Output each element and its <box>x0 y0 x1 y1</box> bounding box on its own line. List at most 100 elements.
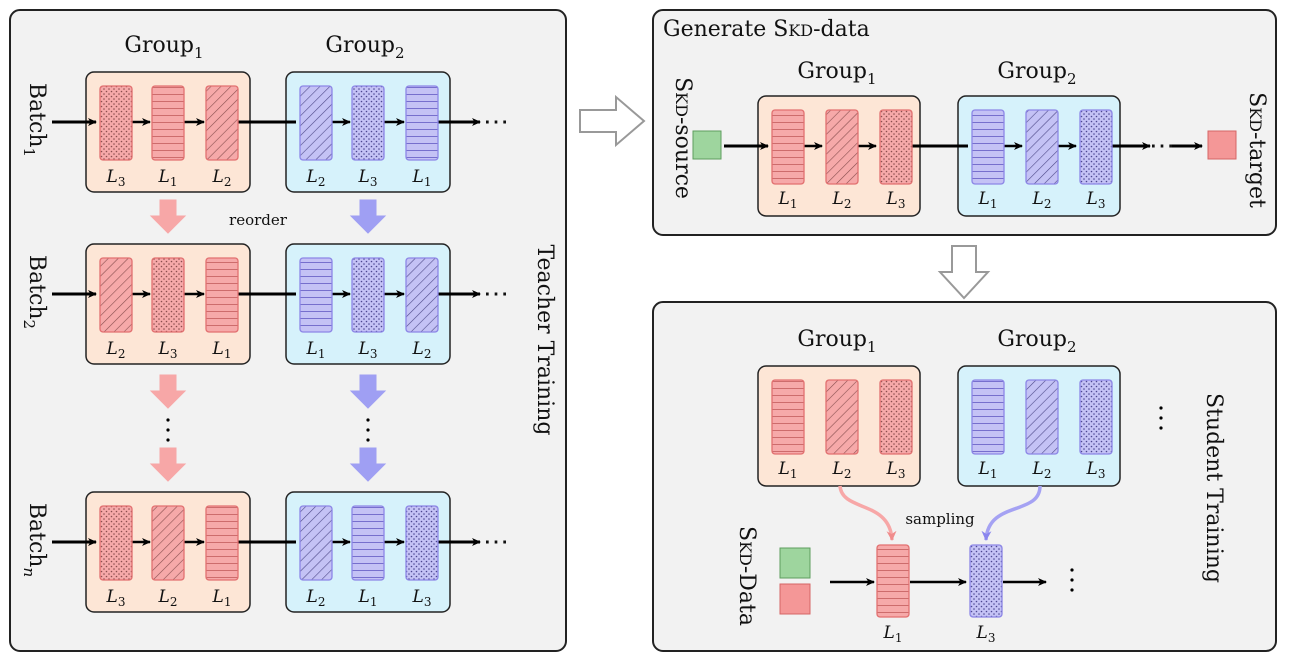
sampling-label: sampling <box>905 510 975 528</box>
layer-block <box>351 85 385 161</box>
vertical-dots <box>366 418 370 442</box>
layer-block <box>99 85 133 161</box>
vertical-dots-dot <box>366 418 370 422</box>
reorder-arrow-red <box>149 447 187 482</box>
layer-label: L2 <box>306 167 326 189</box>
layer-label: L2 <box>832 459 852 481</box>
ellipsis: ⋯ <box>483 527 509 557</box>
layer-block <box>151 505 185 581</box>
layer-label: L1 <box>412 167 432 189</box>
layer-block <box>99 505 133 581</box>
sampling-arrow-red <box>838 485 897 541</box>
vertical-dots-dot <box>1070 588 1074 592</box>
vertical-dots-dot <box>366 428 370 432</box>
ellipsis: ⋯ <box>483 107 509 137</box>
layer-block <box>205 85 239 161</box>
panel-arrow-right <box>579 94 646 148</box>
layer-block <box>299 505 333 581</box>
reorder-arrow-blue <box>349 199 387 234</box>
sampled-layer-block <box>876 544 910 618</box>
vertical-dots-dot <box>1070 578 1074 582</box>
layer-label: L1 <box>978 459 998 481</box>
student-group1-header: Group1 <box>797 327 876 356</box>
layer-block <box>1025 379 1059 455</box>
vertical-dots <box>1159 406 1163 430</box>
vertical-dots-dot <box>1070 568 1074 572</box>
layer-block <box>879 379 913 455</box>
skd-data-source-square <box>779 547 811 579</box>
sampled-layer-label: L3 <box>976 623 996 645</box>
layer-block <box>351 505 385 581</box>
layer-block <box>299 85 333 161</box>
panel-arrow-down <box>937 245 991 300</box>
skd-source-square <box>692 130 722 160</box>
sampled-layer-label: L1 <box>883 623 903 645</box>
vertical-dots <box>1070 568 1074 592</box>
layer-label: L1 <box>212 339 232 361</box>
vertical-dots-dot <box>1159 416 1163 420</box>
layer-label: L3 <box>358 167 378 189</box>
layer-block <box>151 85 185 161</box>
layer-block <box>405 257 439 333</box>
layer-label: L2 <box>158 587 178 609</box>
batch-label: Batch2 <box>20 255 49 329</box>
layer-block <box>1079 109 1113 185</box>
vertical-dots-dot <box>1159 406 1163 410</box>
layer-block <box>299 257 333 333</box>
layer-label: L3 <box>1086 459 1106 481</box>
layer-label: L2 <box>832 189 852 211</box>
skd-source-label: SKD-source <box>670 77 695 199</box>
layer-block <box>771 379 805 455</box>
layer-label: L3 <box>412 587 432 609</box>
generate-title: Generate SKD-data <box>663 17 870 42</box>
teacher-group2-header: Group2 <box>325 33 404 62</box>
layer-label: L3 <box>886 189 906 211</box>
layer-label: L1 <box>158 167 178 189</box>
layer-label: L1 <box>778 459 798 481</box>
layer-label: L2 <box>106 339 126 361</box>
batch-label: Batchn <box>20 503 49 577</box>
vertical-dots-dot <box>166 438 170 442</box>
ellipsis: ⋯ <box>1149 131 1175 161</box>
layer-block <box>971 109 1005 185</box>
student-title: Student Training <box>1201 393 1226 583</box>
teacher-group1-header: Group1 <box>124 33 203 62</box>
ellipsis: ⋯ <box>483 279 509 309</box>
layer-label: L1 <box>212 587 232 609</box>
student-group2-header: Group2 <box>997 327 1076 356</box>
layer-label: L3 <box>1086 189 1106 211</box>
vertical-dots-dot <box>1159 426 1163 430</box>
skd-target-square <box>1207 130 1237 160</box>
layer-block <box>771 109 805 185</box>
layer-block <box>405 85 439 161</box>
layer-label: L2 <box>1032 459 1052 481</box>
reorder-arrow-blue <box>349 374 387 409</box>
vertical-dots-dot <box>366 438 370 442</box>
layer-block <box>351 257 385 333</box>
reorder-arrow-blue <box>349 447 387 482</box>
sampled-layer-block <box>969 544 1003 618</box>
layer-label: L2 <box>1032 189 1052 211</box>
sampling-arrow-blue <box>981 485 1042 541</box>
layer-label: L1 <box>358 587 378 609</box>
generate-group1-header: Group1 <box>797 59 876 88</box>
layer-block <box>879 109 913 185</box>
layer-label: L1 <box>306 339 326 361</box>
layer-block <box>99 257 133 333</box>
layer-label: L3 <box>886 459 906 481</box>
layer-label: L1 <box>978 189 998 211</box>
layer-block <box>1025 109 1059 185</box>
vertical-dots-dot <box>166 418 170 422</box>
skd-data-target-square <box>779 583 811 615</box>
layer-block <box>825 109 859 185</box>
teacher-title: Teacher Training <box>532 245 557 436</box>
layer-label: L3 <box>358 339 378 361</box>
layer-block <box>825 379 859 455</box>
layer-label: L2 <box>306 587 326 609</box>
layer-block <box>971 379 1005 455</box>
layer-label: L1 <box>778 189 798 211</box>
vertical-dots <box>166 418 170 442</box>
layer-label: L3 <box>106 587 126 609</box>
reorder-label: reorder <box>229 211 288 229</box>
